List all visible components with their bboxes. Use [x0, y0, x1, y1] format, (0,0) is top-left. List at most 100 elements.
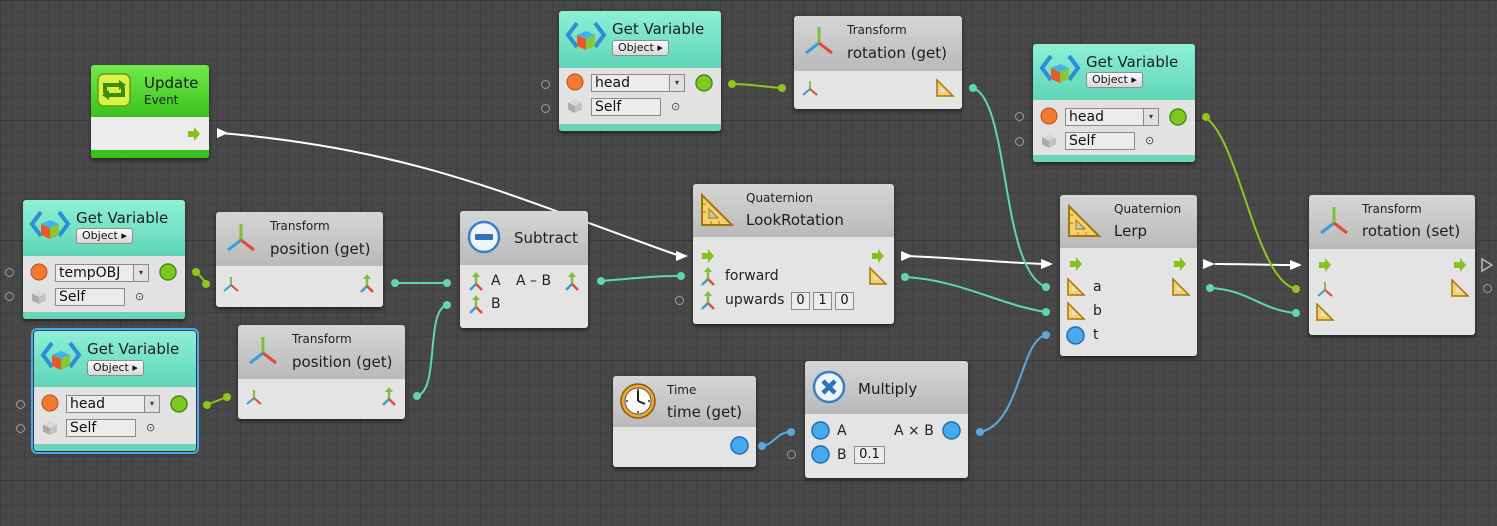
subtract-node[interactable]: Subtract A A – B B: [460, 211, 588, 328]
variable-dropdown[interactable]: head▾: [66, 395, 160, 413]
input-socket-upwards[interactable]: [675, 296, 684, 305]
upwards-label: upwards: [725, 292, 785, 308]
input-socket-variable[interactable]: [541, 80, 550, 89]
input-socket-target[interactable]: [1015, 137, 1024, 146]
vector3-output-icon[interactable]: [563, 272, 581, 292]
flow-in-arrow-icon[interactable]: [701, 249, 715, 263]
upwards-z-field[interactable]: 0: [835, 292, 854, 310]
quaternion-output-icon[interactable]: [868, 266, 888, 286]
float-a-input-icon[interactable]: [811, 421, 830, 440]
get-variable-head-selected-node[interactable]: Get Variable Object ▸ head▾ Self ⊙: [31, 328, 199, 454]
node-title: Transform: [847, 23, 907, 37]
vector3-upwards-input-icon[interactable]: [699, 291, 717, 311]
transform-input-icon[interactable]: [801, 79, 819, 97]
target-field[interactable]: Self: [591, 98, 661, 116]
multiply-circle-icon: [812, 370, 846, 404]
gray-cube-icon: [43, 421, 57, 435]
object-type-button[interactable]: Object ▸: [1086, 72, 1143, 88]
vector3-forward-input-icon[interactable]: [699, 267, 717, 287]
input-socket-target[interactable]: [16, 424, 25, 433]
float-output-icon[interactable]: [730, 436, 749, 455]
output-socket-icon[interactable]: [170, 395, 188, 413]
get-variable-head-node[interactable]: Get Variable Object ▸ head▾ Self ⊙: [559, 11, 721, 131]
quaternion-lerp-node[interactable]: Quaternion Lerp a b t: [1060, 195, 1197, 356]
output-socket-icon[interactable]: [1169, 108, 1187, 126]
node-subtitle: position (get): [292, 353, 393, 371]
node-subtitle: Lerp: [1114, 222, 1148, 240]
target-field[interactable]: Self: [55, 288, 125, 306]
flow-in-arrow-icon[interactable]: [1069, 257, 1083, 271]
flow-out-arrow-icon[interactable]: [187, 127, 201, 141]
target-picker-icon[interactable]: ⊙: [1145, 134, 1155, 147]
float-t-input-icon[interactable]: [1066, 326, 1085, 345]
output-socket-icon[interactable]: [159, 263, 177, 281]
target-picker-icon[interactable]: ⊙: [671, 100, 681, 113]
output-socket-icon[interactable]: [695, 74, 713, 92]
time-get-node[interactable]: Time time (get): [613, 376, 756, 467]
quaternion-output-icon[interactable]: [935, 78, 955, 98]
quaternion-lookrotation-node[interactable]: Quaternion LookRotation forward upwards …: [693, 184, 894, 324]
float-wire-multiply-to-lerp-t: [979, 334, 1047, 433]
quaternion-b-input-icon[interactable]: [1066, 301, 1086, 321]
target-picker-icon[interactable]: ⊙: [135, 290, 145, 303]
object-type-button[interactable]: Object ▸: [76, 228, 133, 244]
node-title: Get Variable: [612, 20, 705, 38]
variable-dropdown[interactable]: head▾: [1065, 108, 1159, 126]
transform-position-get-node-2[interactable]: Transform position (get): [238, 325, 405, 419]
input-socket-variable[interactable]: [1015, 112, 1024, 121]
quaternion-output-icon[interactable]: [1450, 278, 1470, 298]
transform-rotation-set-node[interactable]: Transform rotation (set): [1309, 195, 1475, 335]
input-socket-target[interactable]: [541, 104, 550, 113]
get-variable-tempobj-node[interactable]: Get Variable Object ▸ tempOBJ▾ Self ⊙: [23, 200, 185, 319]
node-title: Get Variable: [1086, 53, 1179, 71]
target-field[interactable]: Self: [66, 419, 136, 437]
upwards-x-field[interactable]: 0: [791, 292, 810, 310]
teal-wire-subtract-to-forward: [600, 275, 682, 282]
float-output-icon[interactable]: [942, 421, 961, 440]
vector3-output-icon[interactable]: [380, 387, 398, 407]
flow-out-arrow-icon[interactable]: [1453, 258, 1467, 272]
transform-input-icon[interactable]: [245, 388, 263, 406]
vector3-input-a-icon[interactable]: [467, 272, 485, 292]
variable-orange-icon: [566, 73, 584, 91]
quaternion-value-input-icon[interactable]: [1315, 302, 1335, 322]
transform-input-icon[interactable]: [1316, 280, 1334, 298]
variable-dropdown[interactable]: tempOBJ▾: [55, 264, 149, 282]
transform-axes-icon: [227, 224, 255, 252]
float-b-input-icon[interactable]: [811, 445, 830, 464]
input-socket-variable[interactable]: [5, 268, 14, 277]
get-variable-head-right-node[interactable]: Get Variable Object ▸ head▾ Self ⊙: [1033, 44, 1195, 162]
flow-in-arrow-icon[interactable]: [1318, 258, 1332, 272]
output-label: A – B: [516, 273, 552, 289]
object-type-button[interactable]: Object ▸: [87, 360, 144, 376]
transform-rotation-get-node[interactable]: Transform rotation (get): [794, 16, 962, 109]
node-title: Quaternion: [746, 191, 814, 205]
quaternion-a-input-icon[interactable]: [1066, 277, 1086, 297]
input-socket-b[interactable]: [787, 450, 796, 459]
vector3-input-b-icon[interactable]: [467, 295, 485, 315]
target-picker-icon[interactable]: ⊙: [146, 421, 156, 434]
set-square-icon: [1068, 203, 1102, 237]
transform-input-icon[interactable]: [222, 275, 240, 293]
input-b-label: B: [491, 296, 501, 312]
input-socket-target[interactable]: [5, 292, 14, 301]
node-subtitle: rotation (set): [1362, 222, 1461, 240]
output-socket-quaternion[interactable]: [1483, 284, 1492, 293]
flow-out-arrow-icon[interactable]: [871, 249, 885, 263]
update-event-node[interactable]: Update Event: [91, 65, 209, 158]
input-b-value-field[interactable]: 0.1: [854, 446, 885, 464]
variable-dropdown[interactable]: head▾: [591, 74, 685, 92]
vector3-output-icon[interactable]: [358, 274, 376, 294]
variable-cube-icon: [1039, 54, 1081, 83]
transform-position-get-node-1[interactable]: Transform position (get): [216, 212, 383, 307]
quaternion-output-icon[interactable]: [1171, 277, 1191, 297]
multiply-node[interactable]: Multiply A A × B B 0.1: [805, 361, 968, 478]
teal-wire-lerp-to-rotation-set: [1209, 287, 1297, 314]
flow-out-arrow-icon[interactable]: [1173, 257, 1187, 271]
upwards-y-field[interactable]: 1: [813, 292, 832, 310]
variable-cube-icon: [565, 21, 607, 50]
target-field[interactable]: Self: [1065, 132, 1135, 150]
input-socket-variable[interactable]: [16, 400, 25, 409]
object-type-button[interactable]: Object ▸: [612, 40, 669, 56]
object-wire-head-top-to-rotation-get: [729, 83, 786, 89]
